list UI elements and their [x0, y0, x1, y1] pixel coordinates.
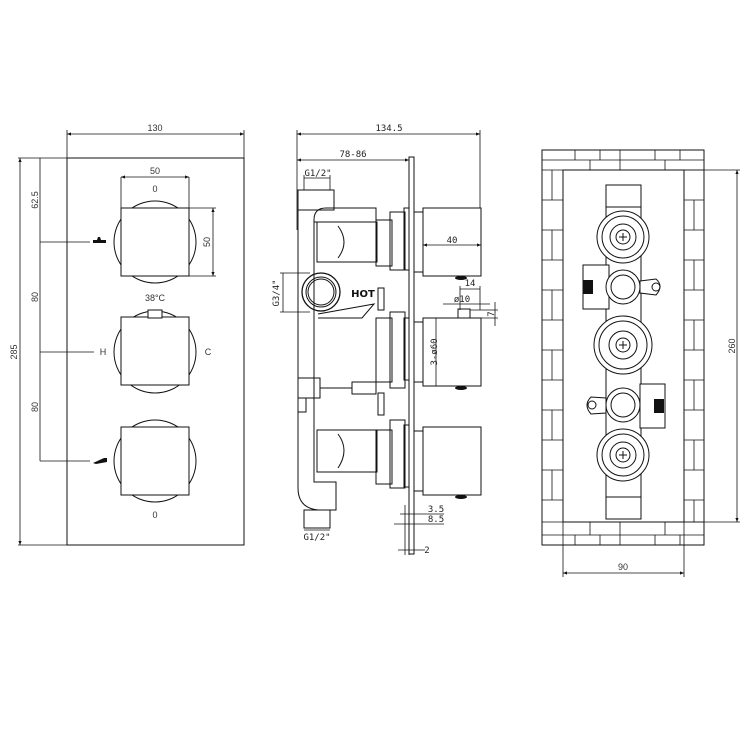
side-knob-1 — [422, 207, 482, 277]
diverter-port-upper — [605, 269, 641, 305]
dim-handle-height: 50 — [202, 237, 212, 247]
back-view: 260 90 — [541, 149, 740, 577]
dim-3-dia-60: 3-ø60 — [430, 338, 440, 365]
wall-plate — [408, 156, 415, 555]
side-knob-3 — [422, 426, 482, 496]
cartridge-middle — [593, 315, 653, 375]
label-temp: 38°C — [145, 293, 166, 303]
dim-7: 7 — [487, 311, 497, 316]
label-hot-h: H — [100, 347, 107, 357]
side-view: HOT 134.5 78-86 — [272, 124, 498, 556]
marker-block-left — [583, 280, 593, 294]
middle-handle — [113, 309, 197, 394]
dim-90: 90 — [618, 562, 628, 572]
dim-g12-bottom: G1/2" — [303, 533, 330, 543]
dim-80-upper: 80 — [30, 292, 40, 302]
dim-3-5: 3.5 — [428, 505, 444, 515]
dim-62-5: 62.5 — [30, 191, 40, 209]
front-view: 130 50 0 38°C H C 0 50 62.5 80 80 285 — [9, 123, 245, 546]
dim-handle-width: 50 — [150, 166, 160, 176]
dim-40: 40 — [447, 236, 458, 246]
dim-130: 130 — [147, 123, 162, 133]
top-handle — [113, 200, 197, 284]
diverter-port-lower — [605, 387, 641, 423]
shower-head-icon — [93, 237, 106, 243]
dim-dia-10: ø10 — [454, 295, 470, 305]
marker-block-right — [654, 399, 664, 413]
bottom-handle — [113, 419, 197, 503]
dim-134-5: 134.5 — [375, 124, 402, 134]
dim-78-86: 78-86 — [339, 150, 366, 160]
valve-body — [297, 190, 377, 511]
dim-260: 260 — [727, 338, 737, 353]
cartridge-top — [596, 210, 650, 264]
dim-285: 285 — [9, 344, 19, 359]
side-knob-2 — [422, 317, 482, 387]
cartridge-bottom — [596, 428, 650, 482]
brick-pattern — [542, 150, 704, 545]
label-hot: HOT — [351, 289, 375, 300]
hand-shower-icon — [93, 458, 107, 464]
dim-80-lower: 80 — [30, 402, 40, 412]
dim-g34: G3/4" — [272, 279, 282, 306]
brick-wall-outline — [541, 149, 705, 546]
dim-8-5: 8.5 — [428, 515, 444, 525]
dim-14: 14 — [465, 279, 476, 289]
dim-2: 2 — [424, 546, 429, 556]
label-top-0: 0 — [152, 184, 157, 194]
front-plate-outline — [66, 157, 245, 546]
dim-g12-top: G1/2" — [304, 169, 331, 179]
label-cold-c: C — [205, 347, 212, 357]
label-bottom-0: 0 — [152, 510, 157, 520]
g34-inlet-port — [301, 272, 341, 312]
